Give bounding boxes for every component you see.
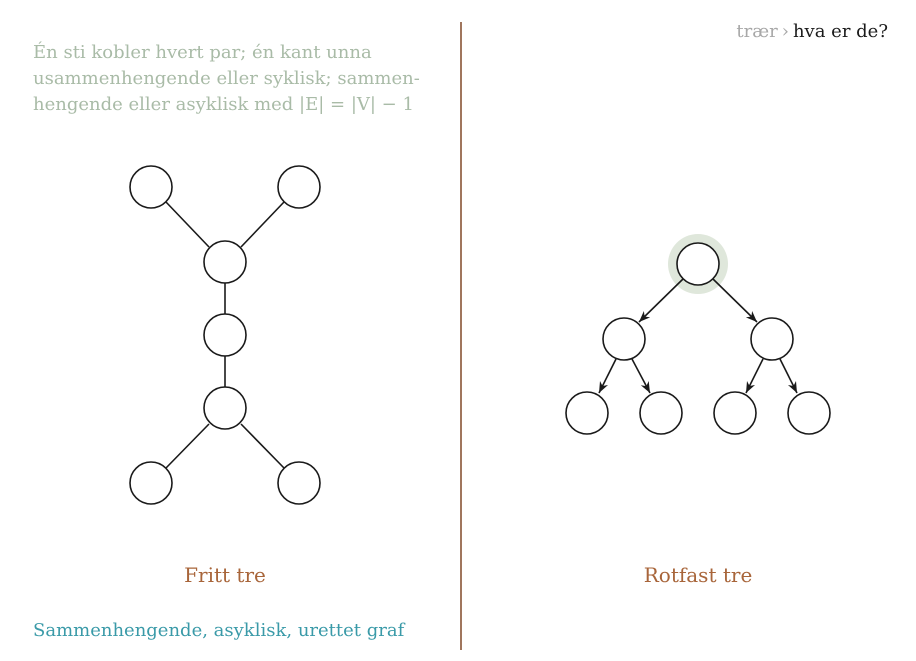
free-tree-label: Fritt tre [184, 563, 266, 587]
free-tree-node-lower-hub [203, 386, 247, 430]
panel-divider [460, 22, 462, 650]
rooted-tree-node-right-right [787, 391, 831, 435]
description-line-3: hengende eller asyklisk med |E| = |V| − … [33, 94, 414, 115]
rooted-tree-node-left-child [602, 317, 646, 361]
free-tree-edge-bottom-left [165, 423, 210, 469]
free-tree [129, 165, 321, 505]
free-tree-node-top-right [277, 165, 321, 209]
free-tree-edge-top-right [240, 201, 285, 248]
footer-caption: Sammenhengende, asyklisk, urettet graf [33, 620, 405, 641]
rooted-tree-edge-root-right [712, 278, 758, 323]
rooted-tree-label: Rotfast tre [643, 563, 753, 587]
rooted-tree-node-root [676, 242, 720, 286]
rooted-tree-node-left-right [639, 391, 683, 435]
rooted-tree-node-right-left [713, 391, 757, 435]
rooted-tree-edge-left-left [598, 358, 617, 394]
free-tree-node-top-left [129, 165, 173, 209]
rooted-tree [565, 234, 831, 435]
description-line-2: usammenhengende eller syklisk; sammen- [33, 68, 420, 89]
description-line-1: Én sti kobler hvert par; én kant unna [33, 42, 372, 63]
rooted-tree-edge-right-left [745, 358, 764, 394]
free-tree-node-bottom-left [129, 461, 173, 505]
free-tree-node-middle [203, 313, 247, 357]
breadcrumb-separator-icon: › [781, 21, 789, 42]
tree-description: Én sti kobler hvert par; én kant unna us… [33, 40, 443, 118]
rooted-tree-edge-left-right [631, 358, 651, 394]
free-tree-edge-bottom-right [240, 423, 285, 469]
free-tree-node-bottom-right [277, 461, 321, 505]
free-tree-edge-top-left [165, 201, 210, 248]
rooted-tree-node-right-child [750, 317, 794, 361]
breadcrumb-parent[interactable]: trær [736, 21, 778, 42]
free-tree-node-upper-hub [203, 240, 247, 284]
rooted-tree-edge-root-left [638, 278, 684, 323]
rooted-tree-edge-right-right [779, 358, 798, 394]
breadcrumb: trær›hva er de? [736, 20, 888, 44]
rooted-tree-node-left-left [565, 391, 609, 435]
breadcrumb-current: hva er de? [792, 21, 888, 42]
